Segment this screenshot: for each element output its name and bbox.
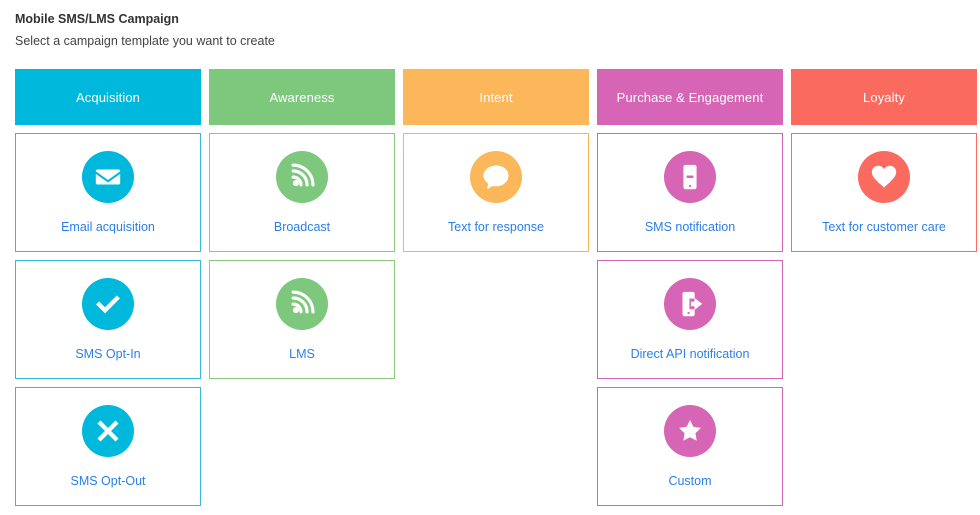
template-card[interactable]: Broadcast [209, 133, 395, 252]
template-card[interactable]: Custom [597, 387, 783, 506]
chat-bubble-icon [470, 151, 522, 203]
template-card[interactable]: SMS notification [597, 133, 783, 252]
empty-cell [791, 260, 977, 379]
empty-cell [403, 387, 589, 506]
template-card[interactable]: SMS Opt-Out [15, 387, 201, 506]
template-card-label: Broadcast [273, 220, 331, 234]
rss-broadcast-icon [276, 278, 328, 330]
empty-cell [403, 260, 589, 379]
heart-icon [858, 151, 910, 203]
template-card-label: SMS Opt-In [75, 347, 141, 361]
page-header: Mobile SMS/LMS Campaign Select a campaig… [0, 0, 980, 49]
template-card-label: SMS Opt-Out [70, 474, 146, 488]
page-subtitle: Select a campaign template you want to c… [15, 34, 275, 48]
template-card-label: Text for response [448, 220, 544, 234]
mobile-arrow-icon [664, 278, 716, 330]
empty-cell [791, 387, 977, 506]
template-card[interactable]: Email acquisition [15, 133, 201, 252]
template-card-label: Direct API notification [630, 347, 750, 361]
envelope-icon [82, 151, 134, 203]
star-icon [664, 405, 716, 457]
template-card-label: SMS notification [644, 220, 736, 234]
column-header-purchase-engagement: Purchase & Engagement [597, 69, 783, 125]
close-x-icon [82, 405, 134, 457]
column-header-intent: Intent [403, 69, 589, 125]
template-card[interactable]: SMS Opt-In [15, 260, 201, 379]
template-card-label: LMS [289, 347, 315, 361]
column-header-loyalty: Loyalty [791, 69, 977, 125]
empty-cell [209, 387, 395, 506]
template-card[interactable]: Text for response [403, 133, 589, 252]
template-card-label: Text for customer care [822, 220, 946, 234]
page-title: Mobile SMS/LMS Campaign [15, 12, 179, 26]
template-card-label: Email acquisition [61, 220, 155, 234]
template-card-label: Custom [668, 474, 712, 488]
column-header-awareness: Awareness [209, 69, 395, 125]
rss-broadcast-icon [276, 151, 328, 203]
mobile-minus-icon [664, 151, 716, 203]
template-card[interactable]: Direct API notification [597, 260, 783, 379]
template-card[interactable]: LMS [209, 260, 395, 379]
template-card[interactable]: Text for customer care [791, 133, 977, 252]
check-icon [82, 278, 134, 330]
column-header-acquisition: Acquisition [15, 69, 201, 125]
